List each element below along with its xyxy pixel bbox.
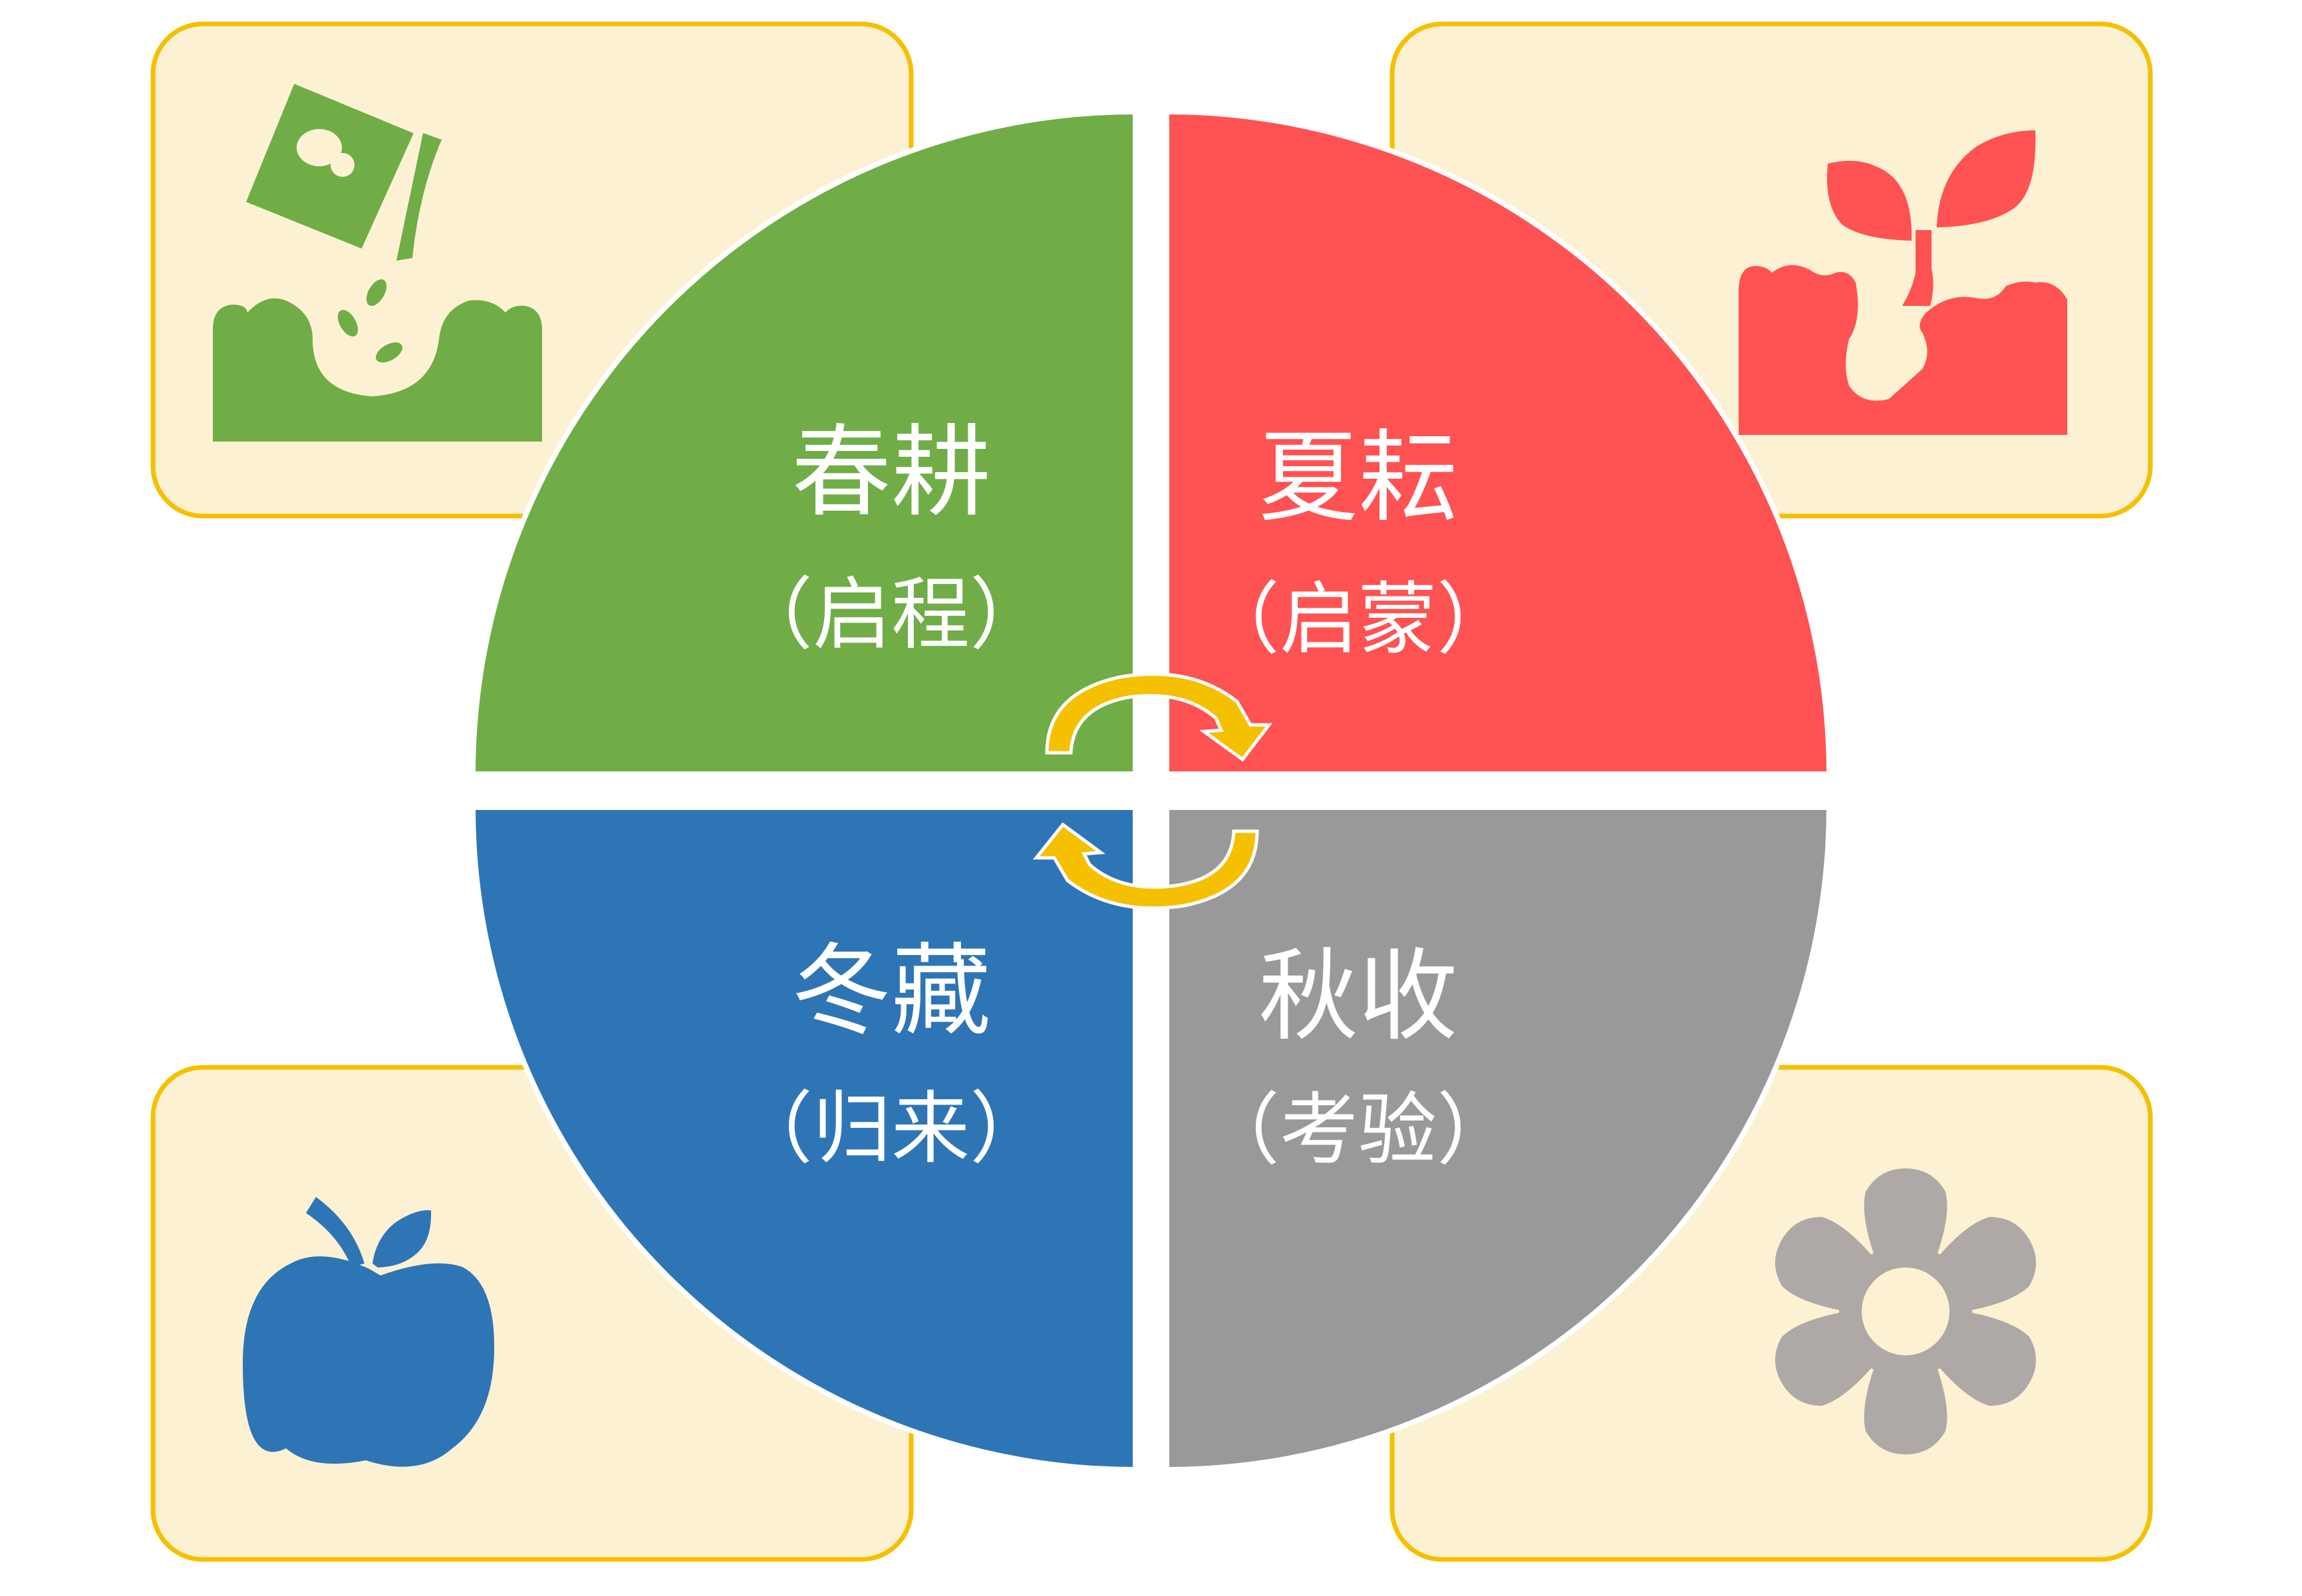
seasons-circle (470, 108, 1832, 1473)
spring-segment (470, 108, 1138, 777)
summer-segment (1164, 108, 1832, 777)
apple-icon (243, 1197, 495, 1467)
flower-icon (1761, 1168, 2051, 1454)
summer-subtitle: （启蒙） (1201, 573, 1515, 665)
winter-segment (470, 805, 1138, 1473)
winter-subtitle: （归来） (734, 1083, 1048, 1174)
cycle-arrow-bottom (1032, 822, 1259, 910)
autumn-subtitle: （考验） (1201, 1084, 1515, 1176)
spring-title: 春耕 (791, 415, 991, 531)
summer-title: 夏耘 (1258, 420, 1458, 536)
autumn-title: 秋收 (1258, 939, 1458, 1055)
spring-subtitle: （启程） (734, 569, 1048, 660)
sprout-icon (1739, 130, 2067, 435)
autumn-segment (1164, 805, 1832, 1473)
winter-title: 冬藏 (791, 934, 991, 1049)
sowing-seeds-icon (213, 84, 542, 442)
cycle-arrow-top (1045, 672, 1273, 762)
